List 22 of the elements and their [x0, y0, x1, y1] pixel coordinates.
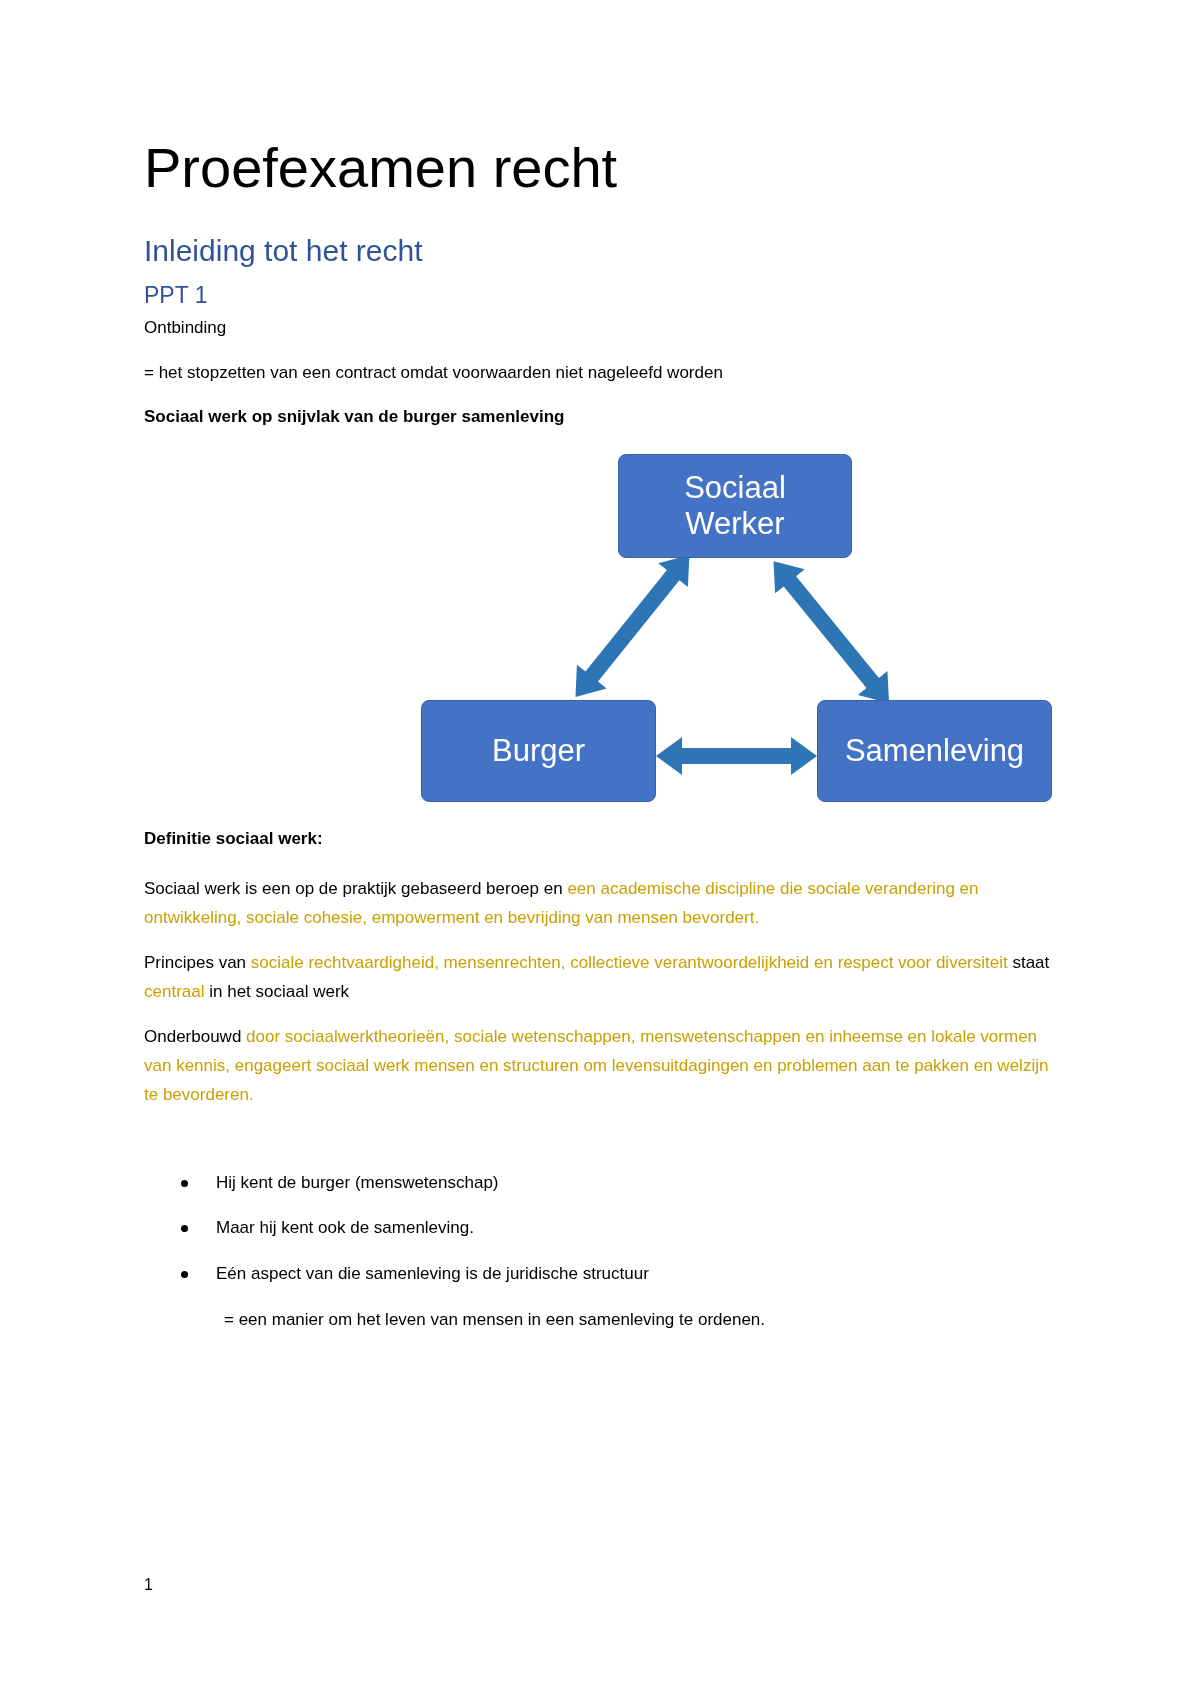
term-text: Ontbinding [144, 317, 227, 339]
subheading: PPT 1 [144, 281, 208, 310]
box-label: Samenleving [844, 733, 1025, 769]
process-box [618, 454, 852, 558]
process-box [817, 700, 1052, 802]
bullet-item: Eén aspect van die samenleving is de juridische structuur [216, 1263, 649, 1285]
bullet-item: Maar hij kent ook de samenleving. [216, 1217, 474, 1239]
double-arrow [656, 737, 817, 775]
note-text: = een manier om het leven van mensen in een samenleving te ordenen. [224, 1309, 766, 1331]
box-label: Burger [491, 733, 585, 769]
process-box [421, 700, 656, 802]
page-title: Proefexamen recht [144, 140, 618, 196]
bullet-item: Hij kent de burger (menswetenschap) [216, 1172, 499, 1194]
definition-text: = het stopzetten van een contract omdat voorwaarden niet nageleefd worden [144, 362, 723, 384]
bold-heading: Definitie sociaal werk: [144, 828, 323, 850]
paragraph: Sociaal werk is een op de praktijk gebaseerd beroep en een academische discipline die sociale verandering en ontwikkeling, sociale cohesie, empowerment en bevrijding van mensen bevordert. [144, 878, 980, 929]
box-label: Sociaal Werker [683, 470, 787, 542]
section-heading: Inleiding tot het recht [144, 233, 423, 269]
bold-heading: Sociaal werk op snijvlak van de burger samenleving [144, 406, 565, 428]
paragraph: Onderbouwd door sociaalwerktheorieën, sociale wetenschappen, menswetenschappen en inheemse en lokale vormen van kennis, engageert sociaal werk mensen en structuren om levensuitdagingen en problemen aan te pakken en welzijn te bevorderen. [144, 1026, 1050, 1106]
paragraph: Principes van sociale rechtvaardigheid, mensenrechten, collectieve verantwoordelijkheid en respect voor diversiteit staat centraal in het sociaal werk [144, 952, 1051, 1003]
page-number: 1 [144, 1575, 153, 1595]
